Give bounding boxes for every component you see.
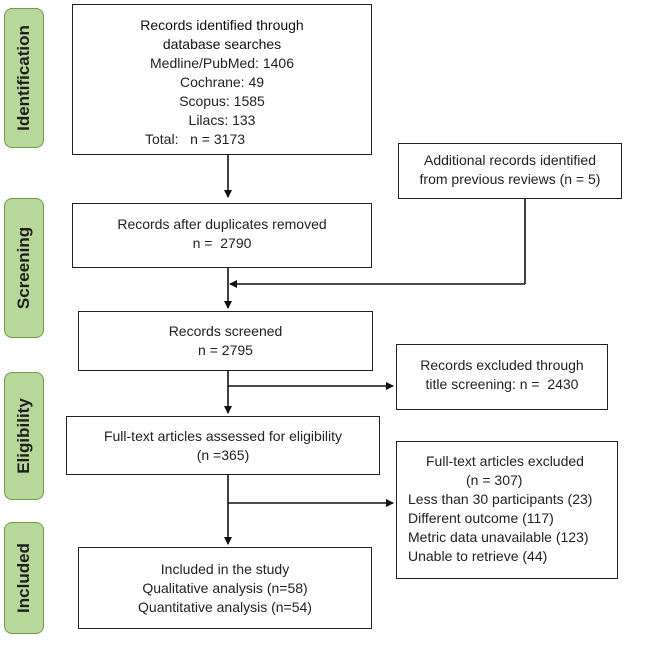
source-scopus: Scopus: 1585 (179, 93, 265, 109)
reason-participants: Less than 30 participants (23) (408, 491, 593, 507)
box-line: (n = 307) (466, 472, 523, 488)
phase-screening: Screening (4, 198, 44, 338)
box-line: n = 2795 (198, 342, 253, 358)
box-fulltext-excluded: Full-text articles excluded (n = 307) Le… (396, 441, 618, 579)
box-heading: Full-text articles excluded (426, 453, 584, 469)
box-line: Additional records identified (424, 152, 596, 168)
box-line: Records after duplicates removed (117, 216, 327, 232)
box-records-identified: Records identified through database sear… (72, 4, 372, 155)
source-medline: Medline/PubMed: 1406 (150, 55, 294, 71)
box-line: Full-text articles assessed for eligibil… (103, 428, 343, 444)
reason-outcome: Different outcome (117) (408, 510, 554, 526)
box-fulltext-assessed: Full-text articles assessed for eligibil… (66, 416, 380, 475)
box-line: Qualitative analysis (n=58) (142, 580, 308, 596)
box-line: Records screened (168, 323, 283, 339)
source-lilacs: Lilacs: 133 (188, 112, 256, 128)
box-duplicates-removed: Records after duplicates removed n = 279… (72, 203, 372, 268)
reason-unable-retrieve: Unable to retrieve (44) (408, 548, 548, 564)
phase-identification: Identification (4, 8, 44, 148)
source-cochrane: Cochrane: 49 (179, 74, 265, 90)
box-line: Included in the study (160, 561, 290, 577)
box-line: (n =365) (196, 447, 250, 463)
phase-eligibility: Eligibility (4, 372, 44, 500)
box-included: Included in the study Qualitative analys… (78, 547, 372, 629)
box-excluded-title: Records excluded through title screening… (396, 344, 608, 410)
box-line: from previous reviews (n = 5) (419, 171, 601, 187)
box-line: Quantitative analysis (n=54) (138, 599, 312, 615)
reason-metric-data: Metric data unavailable (123) (408, 529, 589, 545)
box-line: n = 2790 (192, 235, 252, 251)
box-line: Records excluded through (420, 357, 584, 373)
total-count: Total: n = 3173 (145, 131, 246, 147)
box-records-screened: Records screened n = 2795 (78, 311, 373, 371)
box-additional-records: Additional records identified from previ… (398, 143, 622, 199)
box-title: Records identified through database sear… (140, 17, 304, 52)
phase-included: Included (4, 522, 44, 634)
box-line: title screening: n = 2430 (425, 376, 579, 392)
